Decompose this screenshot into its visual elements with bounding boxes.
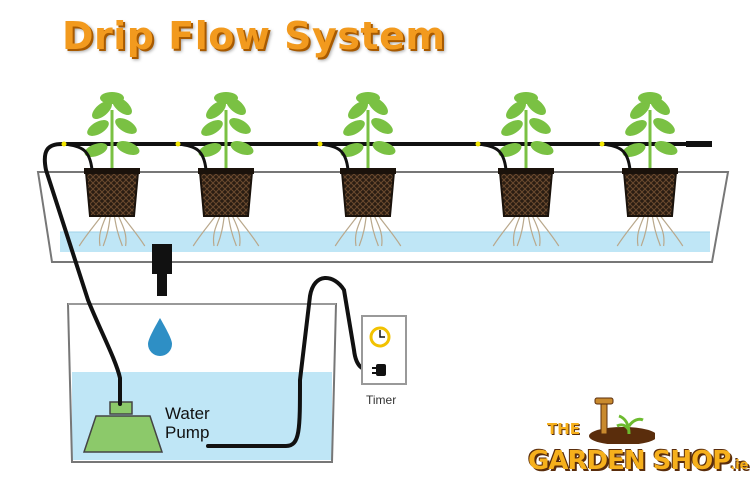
- drip-emitter: [601, 142, 632, 171]
- drip-emitter: [63, 142, 94, 171]
- pump-label-line1: Water: [165, 404, 210, 423]
- logo-name-text: GARDEN SHOP.ie: [528, 446, 749, 476]
- plant-4: [475, 92, 560, 247]
- plants: [61, 92, 684, 247]
- logo-suffix: .ie: [730, 458, 749, 473]
- plant-leaves: [498, 92, 554, 157]
- emitter-connector: [475, 141, 481, 147]
- timer-label: Timer: [366, 393, 397, 407]
- emitter-connector: [175, 141, 181, 147]
- water-drop-icon: [148, 318, 172, 356]
- spade-icon: [589, 397, 655, 444]
- water-pump-label: Water Pump: [165, 404, 210, 442]
- plug-icon: [376, 364, 386, 376]
- drip-emitter: [319, 142, 350, 171]
- plant-5: [599, 92, 684, 247]
- water-pump: [82, 401, 164, 453]
- net-pot: [198, 171, 254, 217]
- emitter-connector: [317, 141, 323, 147]
- net-pot: [498, 171, 554, 217]
- plant-leaves: [84, 92, 140, 157]
- plant-3: [317, 92, 402, 247]
- timer-device: [361, 315, 407, 385]
- net-pot: [622, 171, 678, 217]
- pump-label-line2: Pump: [165, 423, 210, 442]
- logo-the-text: THE: [547, 420, 581, 438]
- diagram-title: Drip Flow System: [62, 14, 446, 58]
- tray-water: [60, 232, 710, 252]
- supply-tubing: [42, 142, 692, 448]
- plant-leaves: [340, 92, 396, 157]
- emitter-connector: [61, 141, 67, 147]
- drain-pipe: [152, 244, 172, 296]
- net-pot: [340, 171, 396, 217]
- drip-emitter: [477, 142, 508, 171]
- net-pot: [84, 171, 140, 217]
- plant-1: [61, 92, 146, 247]
- drip-emitter: [177, 142, 208, 171]
- logo-name: GARDEN SHOP: [528, 446, 731, 476]
- plant-leaves: [622, 92, 678, 157]
- plant-2: [175, 92, 260, 247]
- emitter-connector: [599, 141, 605, 147]
- plant-leaves: [198, 92, 254, 157]
